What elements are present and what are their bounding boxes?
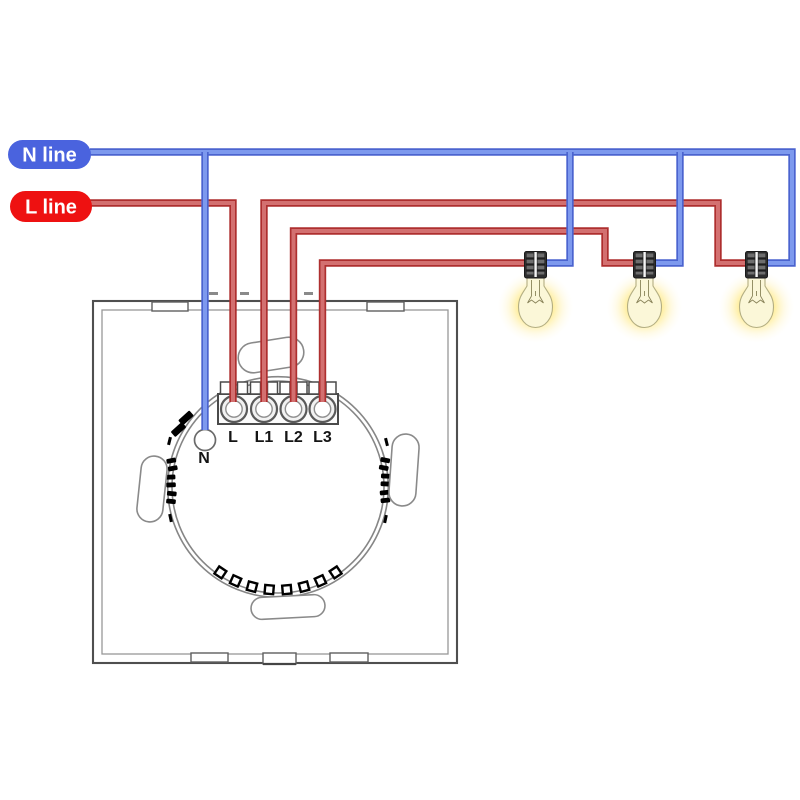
contact-clip: [166, 490, 177, 505]
terminal-comb: [219, 381, 337, 395]
lamp2-neutral-wire: [656, 152, 684, 267]
lamp2-neutral-wire-core: [656, 152, 682, 265]
mounting-ear-bottom: [250, 593, 326, 621]
contact-clip: [166, 457, 178, 472]
neutral-terminal-label: N: [198, 450, 210, 467]
neutral-wires: [90, 148, 796, 430]
contact-clip: [378, 457, 391, 471]
ring-dash: [384, 437, 389, 447]
ring-dash: [167, 436, 172, 446]
mounting-ear-left: [136, 455, 168, 523]
terminal-l1: [249, 394, 279, 424]
l-line-pill: [10, 191, 92, 222]
contact-clip: [379, 489, 391, 504]
terminal-label-l3: L3: [313, 429, 332, 446]
neutral-bus-wire: [90, 148, 796, 267]
n-line-pill: [8, 140, 91, 169]
panel-tick: [304, 292, 313, 295]
live-feed-wire-core: [90, 201, 235, 402]
lamp3-live-wire-core: [262, 201, 746, 402]
terminal-label-l1: L1: [255, 429, 274, 446]
ring-square: [313, 573, 328, 589]
lamp1-neutral-wire: [546, 152, 574, 267]
terminal-l3: [308, 394, 337, 424]
lamp1-live-wire-core: [320, 261, 526, 402]
panel-notch: [329, 652, 369, 663]
ring-square: [280, 583, 293, 596]
ring-square: [212, 564, 229, 581]
contact-clip: [165, 474, 176, 488]
terminal-l: [219, 394, 249, 424]
panel-tick: [209, 292, 218, 295]
terminal-l2: [279, 394, 308, 424]
terminal-block: L L1 L2 L3 N: [193, 381, 339, 467]
ring-square: [263, 583, 276, 596]
l-line-label: L line: [25, 197, 77, 219]
ring-square: [297, 579, 311, 594]
ring-dash: [168, 513, 173, 523]
neutral-bus-wire-core: [90, 150, 794, 265]
l-line-legend: L line: [10, 191, 92, 222]
n-line-legend: N line: [8, 140, 91, 169]
terminal-label-l: L: [228, 429, 238, 446]
panel-tick: [240, 292, 249, 295]
live-wires: [90, 199, 746, 402]
mounting-ear-top: [237, 336, 305, 374]
neutral-terminal: [193, 428, 217, 452]
ring-square: [228, 573, 243, 589]
ring-square: [245, 579, 259, 594]
panel-notch: [151, 301, 189, 312]
contact-clip: [380, 473, 391, 487]
ring-dash: [383, 514, 388, 524]
panel-notch: [366, 301, 405, 312]
ring-clip: [178, 410, 194, 426]
lamp2-live-wire-core: [291, 229, 634, 402]
panel-bottom-tab: [262, 652, 297, 665]
mounting-ear-right: [388, 433, 420, 507]
n-line-label: N line: [22, 145, 76, 167]
ring-clip: [171, 422, 186, 437]
switch-module-ring: [136, 336, 420, 621]
ring-square: [327, 564, 344, 581]
panel-notch: [190, 652, 229, 663]
terminal-label-l2: L2: [284, 429, 303, 446]
lamp1-neutral-wire-core: [546, 152, 572, 265]
